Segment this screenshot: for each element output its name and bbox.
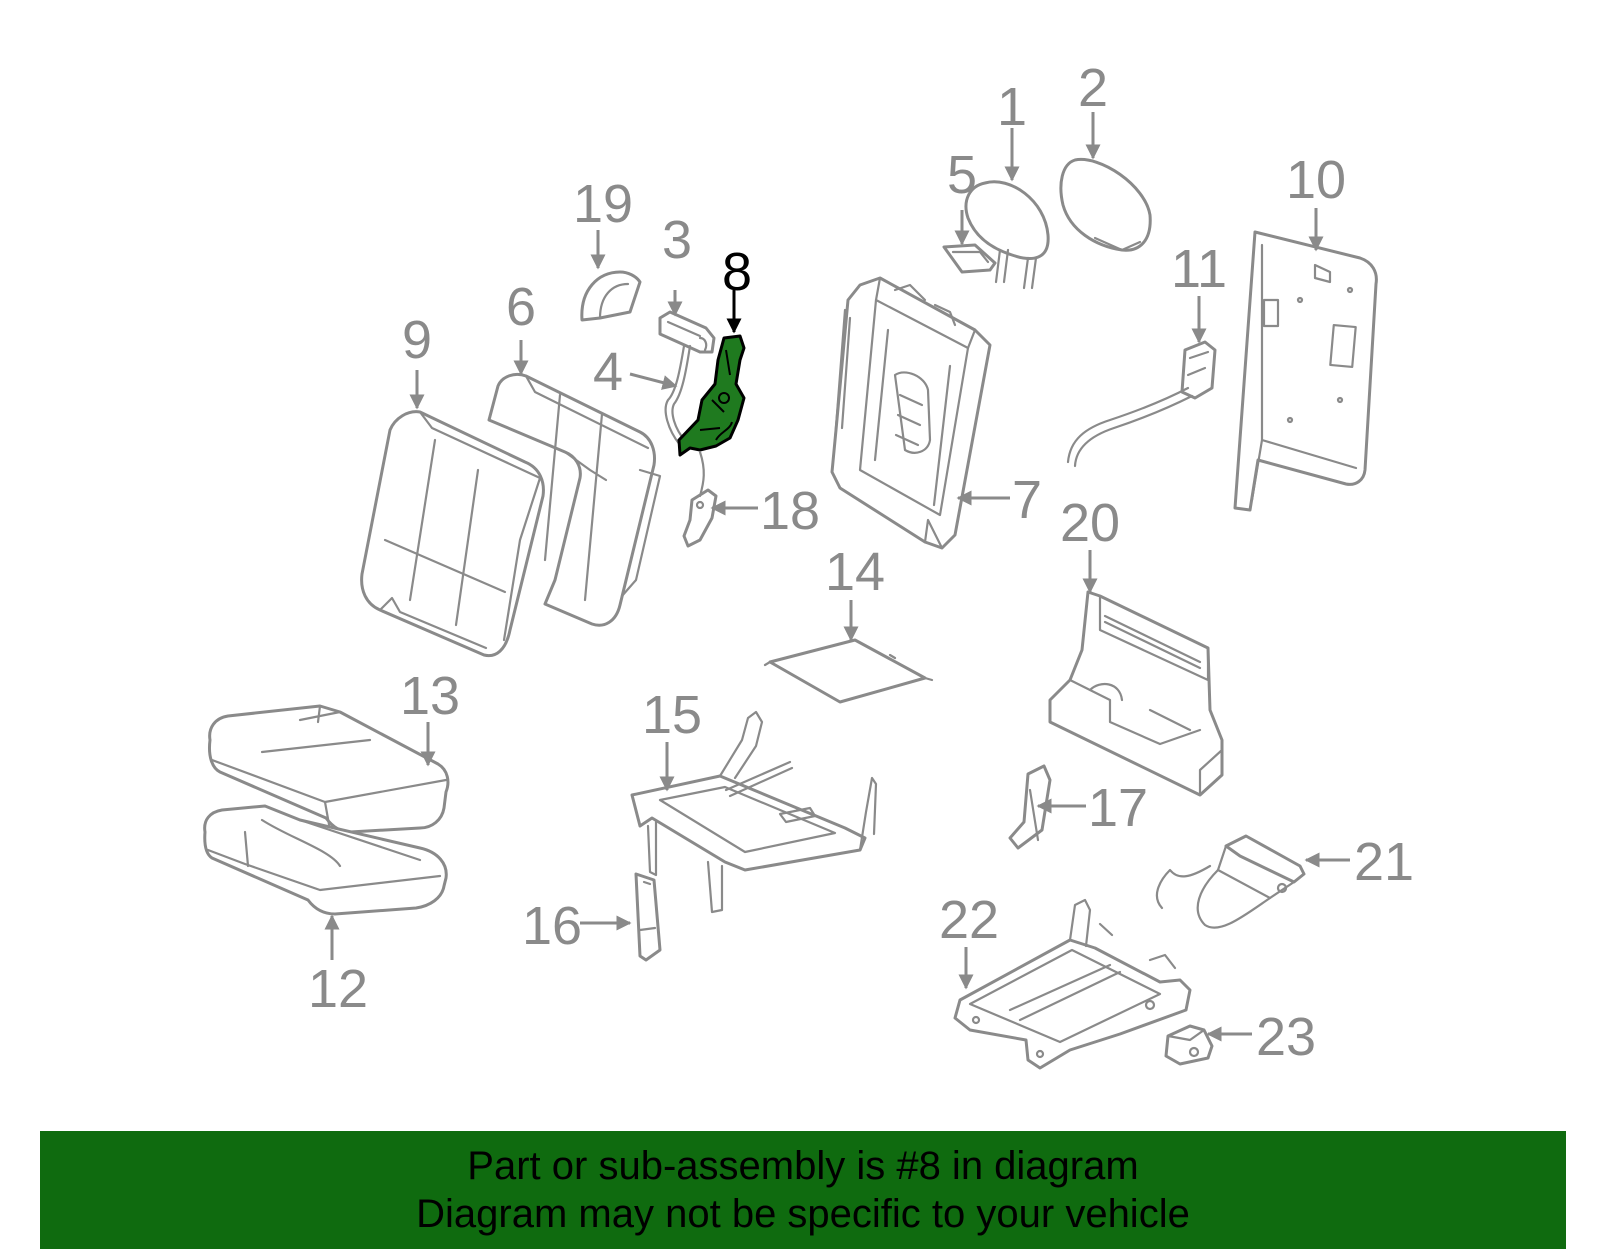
part-14-board[interactable] [763, 638, 934, 704]
part-8-recliner-bracket[interactable] [677, 334, 746, 457]
part-2-headrest[interactable] [1059, 157, 1152, 252]
footer-line-part-number: Part or sub-assembly is #8 in diagram [467, 1144, 1139, 1188]
part-10-back-panel[interactable] [1233, 230, 1378, 512]
callout-5: 5 [947, 145, 977, 205]
part-15-seat-frame[interactable] [630, 710, 878, 914]
callout-6: 6 [506, 277, 536, 337]
part-23-cover[interactable] [1164, 1024, 1214, 1066]
callout-17: 17 [1088, 778, 1148, 838]
leader-lines [324, 112, 1350, 1042]
callout-7: 7 [1012, 470, 1042, 530]
part-11-latch[interactable] [1066, 340, 1217, 468]
callout-labels: 1 2 3 4 5 6 7 8 9 10 11 12 13 14 15 16 1… [308, 58, 1414, 1067]
part-19-cover[interactable] [580, 270, 642, 322]
callout-22: 22 [939, 890, 999, 950]
callout-16: 16 [522, 896, 582, 956]
callout-8-highlighted: 8 [722, 242, 752, 302]
part-9-seatback[interactable] [360, 410, 545, 658]
callout-20: 20 [1060, 493, 1120, 553]
callout-15: 15 [642, 685, 702, 745]
callout-9: 9 [402, 310, 432, 370]
callout-14: 14 [825, 542, 885, 602]
callout-2: 2 [1078, 58, 1108, 118]
part-12-cushion[interactable] [203, 804, 448, 916]
callout-21: 21 [1354, 832, 1414, 892]
callout-18: 18 [760, 481, 820, 541]
part-7-seatback-frame[interactable] [830, 276, 992, 550]
part-5-guide[interactable] [942, 243, 997, 274]
callout-12: 12 [308, 959, 368, 1019]
part-22-seat-track[interactable] [953, 898, 1192, 1070]
callout-3: 3 [662, 210, 692, 270]
part-13-cushion[interactable] [208, 704, 450, 834]
callout-19: 19 [573, 174, 633, 234]
part-21-link[interactable] [1155, 834, 1306, 929]
callout-10: 10 [1286, 150, 1346, 210]
part-4-cable[interactable] [664, 344, 692, 447]
part-16-trim[interactable] [634, 872, 662, 962]
part-20-seat-base[interactable] [1048, 590, 1224, 797]
callout-11: 11 [1171, 239, 1227, 299]
footer-banner: Part or sub-assembly is #8 in diagram Di… [40, 1131, 1566, 1249]
callout-4: 4 [593, 342, 623, 402]
part-3-hinge[interactable] [658, 310, 716, 354]
callout-13: 13 [400, 666, 460, 726]
part-17-trim[interactable] [1008, 764, 1052, 850]
footer-line-disclaimer: Diagram may not be specific to your vehi… [416, 1192, 1190, 1236]
callout-1: 1 [997, 77, 1027, 137]
callout-23: 23 [1256, 1007, 1316, 1067]
part-1-headrest[interactable] [964, 180, 1050, 290]
part-18-bracket[interactable] [682, 450, 718, 548]
